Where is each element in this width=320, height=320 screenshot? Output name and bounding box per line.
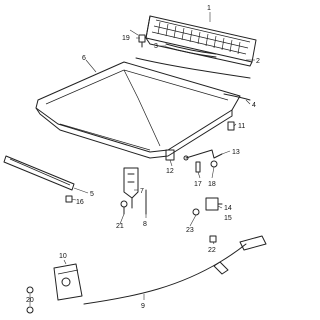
callout-14: 14 — [224, 205, 232, 212]
hood-molding — [3, 155, 75, 191]
nut-23 — [192, 208, 200, 216]
hood — [35, 61, 241, 159]
callout-1: 1 — [207, 5, 211, 12]
callout-17: 17 — [194, 181, 202, 188]
weatherstrip — [135, 57, 251, 79]
callout-5: 5 — [90, 191, 94, 198]
cowl-grille — [145, 15, 257, 67]
callout-20: 20 — [26, 297, 34, 304]
callout-21: 21 — [116, 223, 124, 230]
hinge — [123, 167, 139, 209]
bolt-21 — [120, 200, 128, 215]
release-cable — [83, 235, 267, 305]
clip-22 — [209, 235, 217, 243]
callout-4: 4 — [252, 102, 256, 109]
clip-19 — [138, 34, 146, 48]
callout-2: 2 — [256, 58, 260, 65]
callouts: 1 2 3 4 5 6 7 8 9 10 11 12 13 14 15 16 1… — [26, 5, 260, 310]
callout-9: 9 — [141, 303, 145, 310]
callout-6: 6 — [82, 55, 86, 62]
callout-16: 16 — [76, 199, 84, 206]
grommet-18 — [210, 160, 218, 168]
bolt-11 — [227, 121, 235, 131]
hood-seal — [223, 93, 251, 101]
callout-13: 13 — [232, 149, 240, 156]
parts-diagram: 1 2 3 4 5 6 7 8 9 10 11 12 13 14 15 16 1… — [3, 5, 267, 314]
trim-strip — [165, 43, 217, 58]
bracket-14-15 — [205, 197, 223, 211]
hood-latch — [53, 263, 83, 301]
stay-rod — [183, 149, 223, 161]
callout-12: 12 — [166, 168, 174, 175]
callout-8: 8 — [143, 221, 147, 228]
callout-11: 11 — [238, 123, 245, 130]
callout-19: 19 — [122, 35, 130, 42]
holder-17 — [195, 161, 201, 173]
clip-16 — [65, 195, 73, 203]
callout-23: 23 — [186, 227, 194, 234]
callout-22: 22 — [208, 247, 216, 254]
callout-18: 18 — [208, 181, 216, 188]
callout-15: 15 — [224, 215, 232, 222]
callout-3: 3 — [154, 43, 158, 50]
callout-10: 10 — [59, 253, 67, 260]
callout-7: 7 — [140, 188, 144, 195]
leader-lines — [29, 12, 255, 306]
bolt-20 — [26, 286, 34, 314]
